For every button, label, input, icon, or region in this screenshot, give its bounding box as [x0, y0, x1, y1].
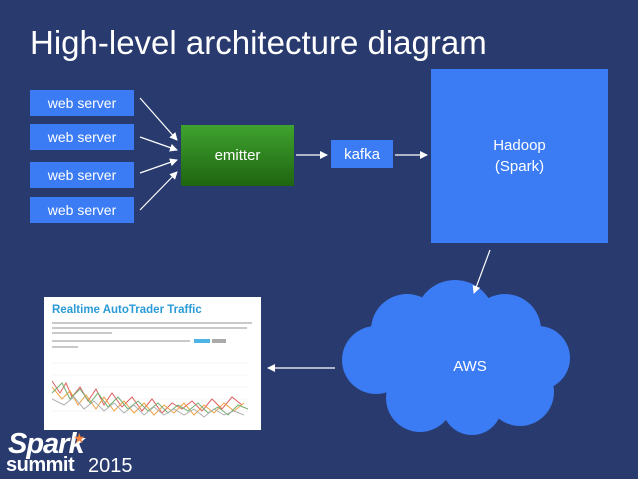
spark-star-icon: ★	[73, 430, 86, 446]
hadoop-sublabel: (Spark)	[494, 158, 545, 175]
web-server-box: web server	[30, 90, 134, 116]
dashboard-text-line	[52, 332, 112, 334]
arrow-hadoop-aws	[472, 249, 491, 294]
dashboard-text-line	[52, 322, 252, 324]
dashboard-chip	[212, 339, 226, 343]
aws-label: AWS	[453, 358, 487, 375]
arrow-ws4-emitter	[139, 171, 178, 211]
slide-title: High-level architecture diagram	[30, 24, 487, 61]
aws-cloud	[342, 280, 570, 435]
emitter-box: emitter	[181, 125, 294, 186]
web-server-box: web server	[30, 162, 134, 188]
logo-spark-text: Spark	[8, 428, 85, 460]
spark-summit-logo: Spark ★ summit 2015	[2, 428, 152, 478]
hadoop-label: Hadoop	[493, 137, 546, 154]
kafka-box: kafka	[331, 140, 393, 168]
dashboard-screenshot: Realtime AutoTrader Traffic	[44, 297, 261, 430]
web-server-box: web server	[30, 197, 134, 223]
arrow-ws1-emitter	[139, 97, 178, 141]
logo-summit-text: summit	[6, 454, 75, 476]
hadoop-box: Hadoop (Spark)	[431, 69, 608, 243]
dashboard-text-line	[52, 327, 247, 329]
dashboard-chip	[194, 339, 210, 343]
arrow-ws3-emitter	[139, 158, 178, 174]
dashboard-chart	[52, 362, 249, 418]
dashboard-text-line	[52, 346, 78, 348]
web-server-box: web server	[30, 124, 134, 150]
logo-year-text: 2015	[88, 455, 133, 477]
dashboard-text-line	[52, 340, 190, 342]
arrow-ws2-emitter	[139, 136, 178, 152]
dashboard-title: Realtime AutoTrader Traffic	[52, 304, 202, 316]
